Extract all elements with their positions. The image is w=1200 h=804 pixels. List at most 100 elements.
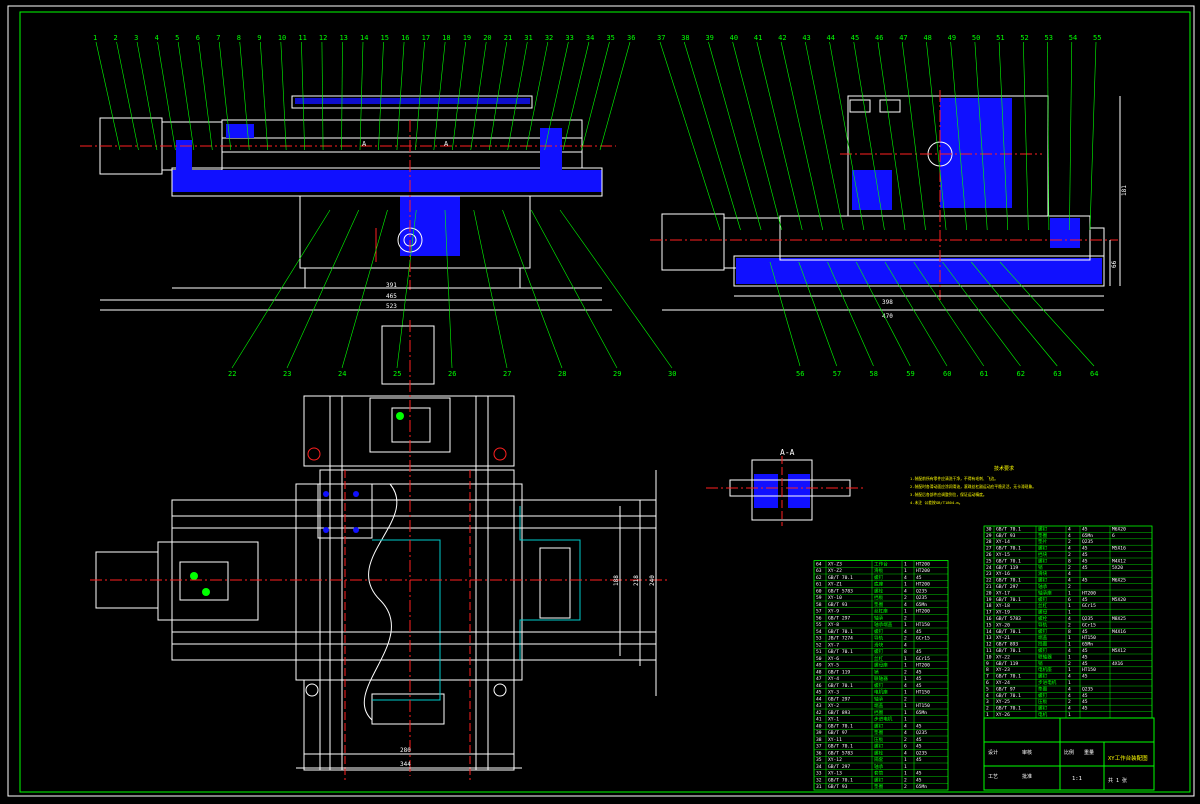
bom-left-cell: 挡板 <box>874 594 884 601</box>
side-leader-55 <box>1089 41 1097 231</box>
front-dim-1: 391 <box>386 282 397 289</box>
side-dim-2: 470 <box>882 313 893 320</box>
bom-left-cell: XY-12 <box>828 757 842 763</box>
bom-right-cell: GB/T 70.1 <box>996 674 1021 680</box>
front-leader-31 <box>507 41 528 151</box>
bom-left-cell: HT150 <box>916 690 930 696</box>
bom-right-cell: Q235 <box>1082 539 1093 545</box>
bom-right-cell: 45 <box>1082 699 1088 705</box>
bom-left-cell: GB/T 5783 <box>828 750 853 756</box>
side-leader-61 <box>913 261 984 367</box>
bom-right-cell: 1 <box>1068 590 1071 596</box>
bom-left-cell: 54 <box>816 629 822 635</box>
front-leader-16 <box>396 41 405 151</box>
section-aa-label: A-A <box>780 448 795 457</box>
plan-hole-bolt1 <box>323 491 329 497</box>
notes-line-2: 2.装配时各滑动面应涂润滑油，滚珠丝杠副运动应平稳灵活，无卡滞现象。 <box>910 484 1036 489</box>
bom-left-cell: 端盖 <box>874 702 884 709</box>
front-balloon-20: 20 <box>483 34 491 42</box>
bom-left-cell: 2 <box>904 615 907 621</box>
front-leader-3 <box>136 41 158 151</box>
bom-left-cell: 1 <box>904 609 907 615</box>
side-balloon-60: 60 <box>943 370 951 378</box>
bom-left-cell: JB/T 7274 <box>828 636 853 642</box>
bom-left-cell: 52 <box>816 642 822 648</box>
plan-dim-5: 240 <box>649 575 656 586</box>
bom-left-cell: HT200 <box>916 609 930 615</box>
bom-left-cell: 垫圈 <box>874 783 884 790</box>
bom-left-cell: 2 <box>904 636 907 642</box>
notes-line-3: 3.装配后各部件应调整到位，保证运动精度。 <box>910 492 987 497</box>
bom-right-cell: 28 <box>986 539 992 545</box>
bom-left-cell: 6 <box>904 744 907 750</box>
bom-right-cell: 12 <box>986 642 992 648</box>
front-leader-17 <box>415 41 425 151</box>
title-block-scale: 1:1 <box>1072 776 1082 782</box>
bom-left-cell: 65Mn <box>916 710 927 716</box>
bom-left-cell: GB/T 5783 <box>828 588 853 594</box>
side-dim-4: 66 <box>1111 260 1118 268</box>
front-leader-8 <box>239 41 250 151</box>
bom-right-cell: GB/T 119 <box>996 661 1018 667</box>
bom-right-cell: 27 <box>986 546 992 552</box>
front-leader-26 <box>444 209 453 369</box>
bom-left-cell: Q235 <box>916 750 927 756</box>
bom-right-cell: 45 <box>1082 526 1088 532</box>
bom-right-cell: 4 <box>1068 693 1071 699</box>
side-leader-52 <box>1023 41 1029 231</box>
bom-right-cell: 压板 <box>1038 698 1048 705</box>
notes-title: 技术要求 <box>994 465 1014 472</box>
bom-left-cell: GB/T 70.1 <box>828 575 853 581</box>
side-lower-base <box>733 255 1105 287</box>
bom-left-cell: 螺钉 <box>874 648 884 655</box>
bom-right-cell: 3 <box>986 699 989 705</box>
plan-hole-tl <box>307 447 321 461</box>
front-screw-hatch-r <box>540 128 562 182</box>
front-leader-35 <box>581 41 610 151</box>
bom-left-cell: 4 <box>904 750 907 756</box>
front-balloon-10: 10 <box>278 34 286 42</box>
side-balloon-45: 45 <box>851 34 859 42</box>
side-balloon-63: 63 <box>1053 370 1061 378</box>
bom-left-cell: 螺栓 <box>874 749 884 756</box>
bom-right-cell: GB/T 70.1 <box>996 629 1021 635</box>
plan-cyan-rail <box>519 506 581 660</box>
bom-left-cell: 隔套 <box>874 756 884 763</box>
front-leader-33 <box>544 41 569 151</box>
front-balloon-23: 23 <box>283 370 291 378</box>
bom-left-cell: 57 <box>816 609 822 615</box>
bom-left-cell: 4 <box>904 642 907 648</box>
bom-left-cell: 1 <box>904 582 907 588</box>
side-leader-41 <box>756 41 803 231</box>
front-balloon-24: 24 <box>338 370 346 378</box>
bom-right-cell: GB/T 70.1 <box>996 578 1021 584</box>
bom-left-cell: 4 <box>904 730 907 736</box>
bom-right-cell: M5X12 <box>1112 648 1126 654</box>
bom-left-cell: GB/T 70.1 <box>828 777 853 783</box>
side-balloon-51: 51 <box>996 34 1004 42</box>
bom-left-cell: 垫圈 <box>874 601 884 608</box>
front-leader-22 <box>231 209 331 369</box>
side-leader-45 <box>853 41 885 231</box>
bom-left-cell: 63 <box>816 568 822 574</box>
side-leader-46 <box>877 41 906 231</box>
bom-right-cell: 15 <box>986 622 992 628</box>
notes-line-4: 4.未注 公差按GB/T1804-m。 <box>910 500 963 505</box>
bom-left-cell: 2 <box>904 777 907 783</box>
front-leader-21 <box>488 41 508 151</box>
side-balloon-46: 46 <box>875 34 883 42</box>
bom-left-cell: 37 <box>816 744 822 750</box>
bom-left-cell: XY-4 <box>828 676 839 682</box>
bom-left-cell: 丝杠座 <box>874 608 888 615</box>
bom-left-cell: 45 <box>916 757 922 763</box>
bom-left-cell: 56 <box>816 615 822 621</box>
bom-left-cell: XY-7 <box>828 642 839 648</box>
bom-right-cell: GB/T 297 <box>996 584 1018 590</box>
bom-left-cell: GB/T 70.1 <box>828 723 853 729</box>
front-balloon-2: 2 <box>114 34 118 42</box>
front-leader-14 <box>359 41 364 151</box>
front-balloon-16: 16 <box>401 34 409 42</box>
bom-right-cell: 2 <box>1068 584 1071 590</box>
